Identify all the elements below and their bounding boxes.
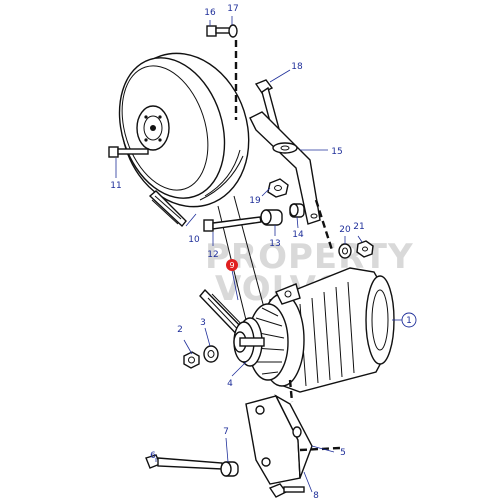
callout-10: 10	[188, 235, 200, 245]
bolt-8	[268, 483, 305, 498]
washer-20	[338, 243, 352, 259]
bolt-12	[203, 216, 262, 232]
callout-1: 1	[406, 316, 412, 326]
callout-19: 19	[249, 196, 261, 206]
callout-4: 4	[227, 379, 233, 389]
nut-2	[183, 351, 200, 369]
callout-1-circle	[401, 312, 417, 328]
callout-20: 20	[339, 225, 351, 235]
washer-3	[203, 345, 219, 363]
callout-15: 15	[331, 147, 342, 157]
callout-3: 3	[200, 318, 206, 328]
bolt-16	[206, 25, 231, 37]
callout-18: 18	[291, 62, 303, 72]
alternator	[247, 267, 395, 393]
callout-14: 14	[292, 230, 304, 240]
bolt-11	[108, 146, 149, 158]
bolt-6	[145, 454, 223, 470]
callout-2: 2	[177, 325, 183, 335]
callout-8: 8	[313, 491, 319, 500]
callout-17: 17	[227, 4, 238, 14]
callout-13: 13	[269, 239, 280, 249]
spacer-13	[260, 209, 283, 226]
callout-6: 6	[150, 451, 156, 461]
highlight-marker	[226, 259, 238, 271]
adjusting-bracket-15	[249, 111, 321, 225]
alternator-pulley-4	[233, 317, 265, 367]
mounting-bracket-5	[245, 394, 313, 485]
callout-7: 7	[223, 427, 229, 437]
assembly-line-bracket-right	[299, 446, 341, 452]
crankshaft-pulley	[118, 52, 250, 208]
callout-12: 12	[207, 250, 218, 260]
v-belt	[148, 190, 187, 228]
washer-17	[228, 24, 238, 38]
assembly-line-bracket	[314, 199, 334, 251]
nut-21	[356, 240, 374, 258]
spacer-7	[220, 461, 239, 477]
watermark-line-1: PROPERTY	[205, 237, 414, 277]
callout-11: 11	[110, 181, 121, 191]
assembly-line-lower	[288, 379, 294, 403]
callout-5: 5	[340, 448, 346, 458]
leader-lines	[115, 16, 402, 493]
spacer-14	[289, 203, 305, 218]
callout-9: 9	[229, 261, 234, 270]
nut-19	[267, 178, 289, 198]
callout-16: 16	[204, 8, 216, 18]
callout-21: 21	[353, 222, 364, 232]
